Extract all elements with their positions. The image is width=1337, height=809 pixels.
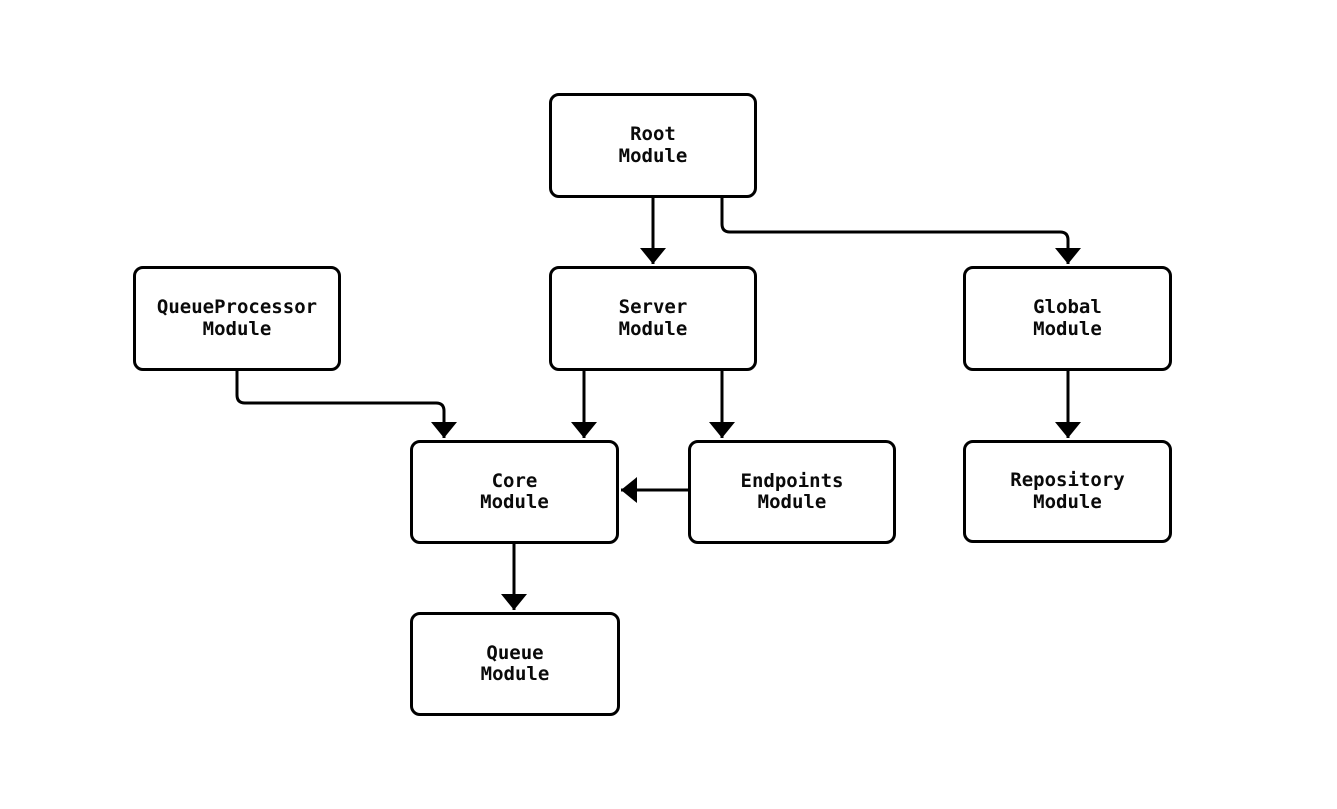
node-endpoints-module: Endpoints Module [688, 440, 896, 544]
node-repository-module: Repository Module [963, 440, 1172, 543]
node-queueprocessor-module-label: QueueProcessor Module [156, 296, 318, 340]
node-queue-module: Queue Module [410, 612, 620, 716]
node-queue-module-label: Queue Module [480, 641, 550, 685]
node-core-module: Core Module [410, 440, 619, 544]
node-global-module: Global Module [963, 266, 1172, 371]
edge-queueprocessor-to-core [235, 371, 457, 438]
node-endpoints-module-label: Endpoints Module [740, 469, 844, 513]
node-server-module: Server Module [549, 266, 757, 371]
node-queueprocessor-module: QueueProcessor Module [133, 266, 341, 371]
node-root-module-label: Root Module [618, 123, 688, 167]
node-root-module: Root Module [549, 93, 757, 198]
node-global-module-label: Global Module [1033, 296, 1102, 340]
node-core-module-label: Core Module [480, 469, 549, 513]
edge-root-to-global [720, 198, 1081, 264]
node-server-module-label: Server Module [618, 296, 688, 340]
node-repository-module-label: Repository Module [1010, 469, 1125, 513]
